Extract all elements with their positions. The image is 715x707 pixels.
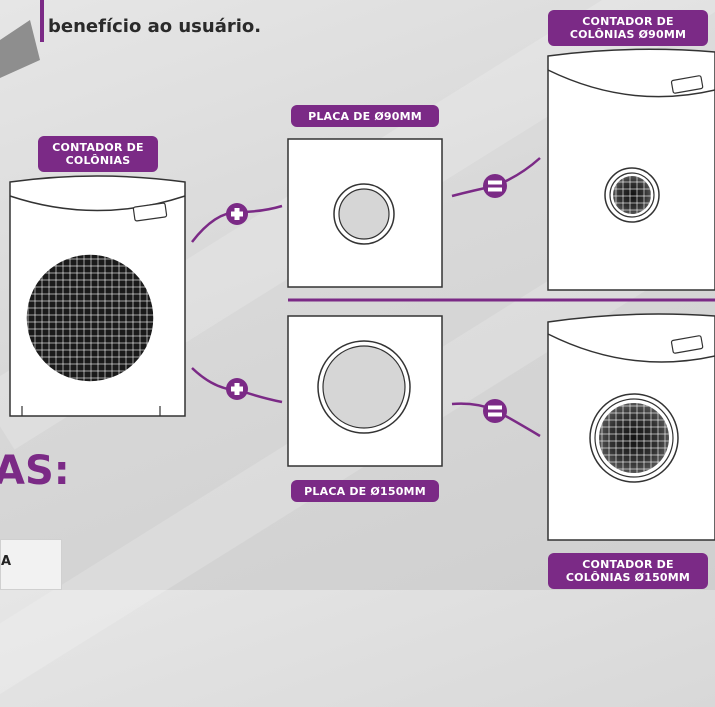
partial-box-text: A — [1, 554, 12, 569]
equals-icon — [483, 399, 507, 423]
label-counter-90: CONTADOR DE COLÔNIAS Ø90MM — [548, 10, 708, 46]
plate-150-drawing — [287, 315, 443, 467]
equals-icon — [483, 174, 507, 198]
label-plate-90-text: PLACA DE Ø90MM — [308, 109, 422, 123]
corner-decoration — [0, 20, 40, 78]
label-plate-150-text: PLACA DE Ø150MM — [304, 484, 426, 498]
plate-90-drawing — [287, 138, 443, 288]
label-colony-counter-text: CONTADOR DE COLÔNIAS — [52, 141, 144, 167]
label-plate-150: PLACA DE Ø150MM — [291, 480, 439, 502]
label-colony-counter: CONTADOR DE COLÔNIAS — [38, 136, 158, 172]
plus-icon — [226, 203, 248, 225]
heading-text: benefício ao usuário. — [48, 16, 262, 37]
heading-accent-bar — [40, 0, 44, 42]
colony-counter-150-device — [547, 313, 715, 541]
partial-heading: AS: — [0, 448, 70, 494]
colony-counter-device — [9, 175, 186, 417]
label-counter-150-text: CONTADOR DE COLÔNIAS Ø150MM — [565, 558, 691, 584]
label-counter-150: CONTADOR DE COLÔNIAS Ø150MM — [548, 553, 708, 589]
colony-counter-90-device — [547, 48, 715, 291]
partial-box: A — [0, 539, 62, 590]
label-counter-90-text: CONTADOR DE COLÔNIAS Ø90MM — [569, 15, 687, 41]
diagram-canvas — [0, 20, 715, 541]
label-plate-90: PLACA DE Ø90MM — [291, 105, 439, 127]
plus-icon — [226, 378, 248, 400]
